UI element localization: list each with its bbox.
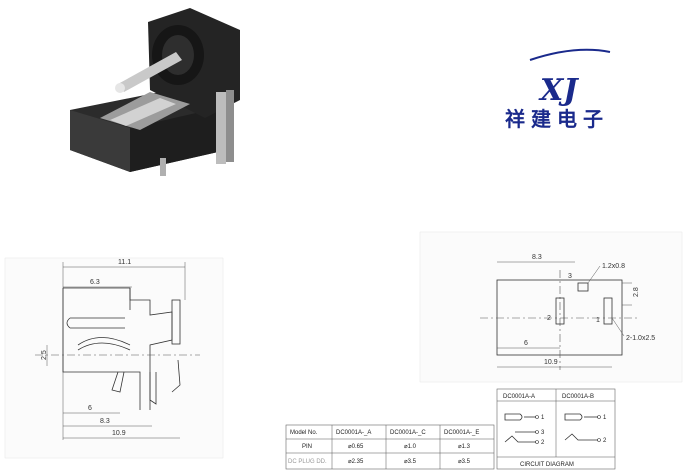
circuit-header-a: DC0001A-A — [503, 394, 535, 400]
dim-top-8-3: 8.3 — [532, 254, 542, 261]
circuit-caption: CIRCUIT DIAGRAM — [520, 462, 574, 468]
dim-pin1-size: 2-1.0x2.5 — [626, 335, 655, 342]
table-cell: ⌀1.3 — [458, 444, 471, 450]
model-table: Model No. DC0001A-_A DC0001A-_C DC0001A-… — [285, 424, 495, 470]
table-header-e: DC0001A-_E — [444, 430, 479, 436]
table-cell: PIN — [302, 444, 312, 450]
circuit-diagram: DC0001A-A DC0001A-B 1 3 2 1 2 CIRCUIT DI… — [496, 388, 616, 470]
dim-top-10-9: 10.9 — [544, 359, 558, 366]
table-header-a: DC0001A-_A — [336, 430, 371, 436]
circuit-header-b: DC0001A-B — [562, 394, 594, 400]
dim-top-6: 6 — [524, 340, 528, 347]
side-view-drawing: 11.1 6.3 2.5 6 8.3 10.9 — [4, 257, 224, 459]
pin3-label: 3 — [568, 273, 572, 280]
dim-side-6: 6 — [88, 405, 92, 412]
product-photo — [70, 8, 240, 176]
circuit-b-pin1: 1 — [603, 415, 607, 421]
company-logo: XJ — [529, 48, 611, 108]
logo-mark: XJ — [538, 73, 579, 108]
dim-side-6-3: 6.3 — [90, 279, 100, 286]
pin2-label: 2 — [547, 315, 551, 322]
table-cell: ⌀3.5 — [458, 459, 471, 465]
circuit-a-pin1: 1 — [541, 415, 545, 421]
circuit-b-pin2: 2 — [603, 438, 607, 444]
table-header-c: DC0001A-_C — [390, 430, 426, 436]
dim-side-10-9: 10.9 — [112, 430, 126, 437]
pin1-label: 1 — [596, 317, 600, 324]
dim-top-2-8: 2.8 — [633, 287, 640, 297]
circuit-a-pin3: 3 — [541, 430, 545, 436]
dim-side-2-5: 2.5 — [41, 350, 48, 360]
dim-side-11-1: 11.1 — [118, 259, 131, 266]
table-cell: DC PLUG DD. — [288, 459, 327, 465]
table-cell: ⌀1.0 — [404, 444, 417, 450]
table-cell: ⌀0.65 — [348, 444, 364, 450]
circuit-a-pin2: 2 — [541, 440, 545, 446]
company-name: 祥建电子 — [505, 107, 609, 131]
dim-side-8-3: 8.3 — [100, 418, 110, 425]
top-view-drawing: 8.3 3 1.2x0.8 2.8 2 1 2-1.0x2.5 6 10.9 — [419, 231, 683, 383]
table-cell: ⌀3.5 — [404, 459, 417, 465]
dim-pin3-size: 1.2x0.8 — [602, 263, 625, 270]
table-cell: ⌀2.35 — [348, 459, 364, 465]
table-header-model: Model No. — [290, 430, 318, 436]
